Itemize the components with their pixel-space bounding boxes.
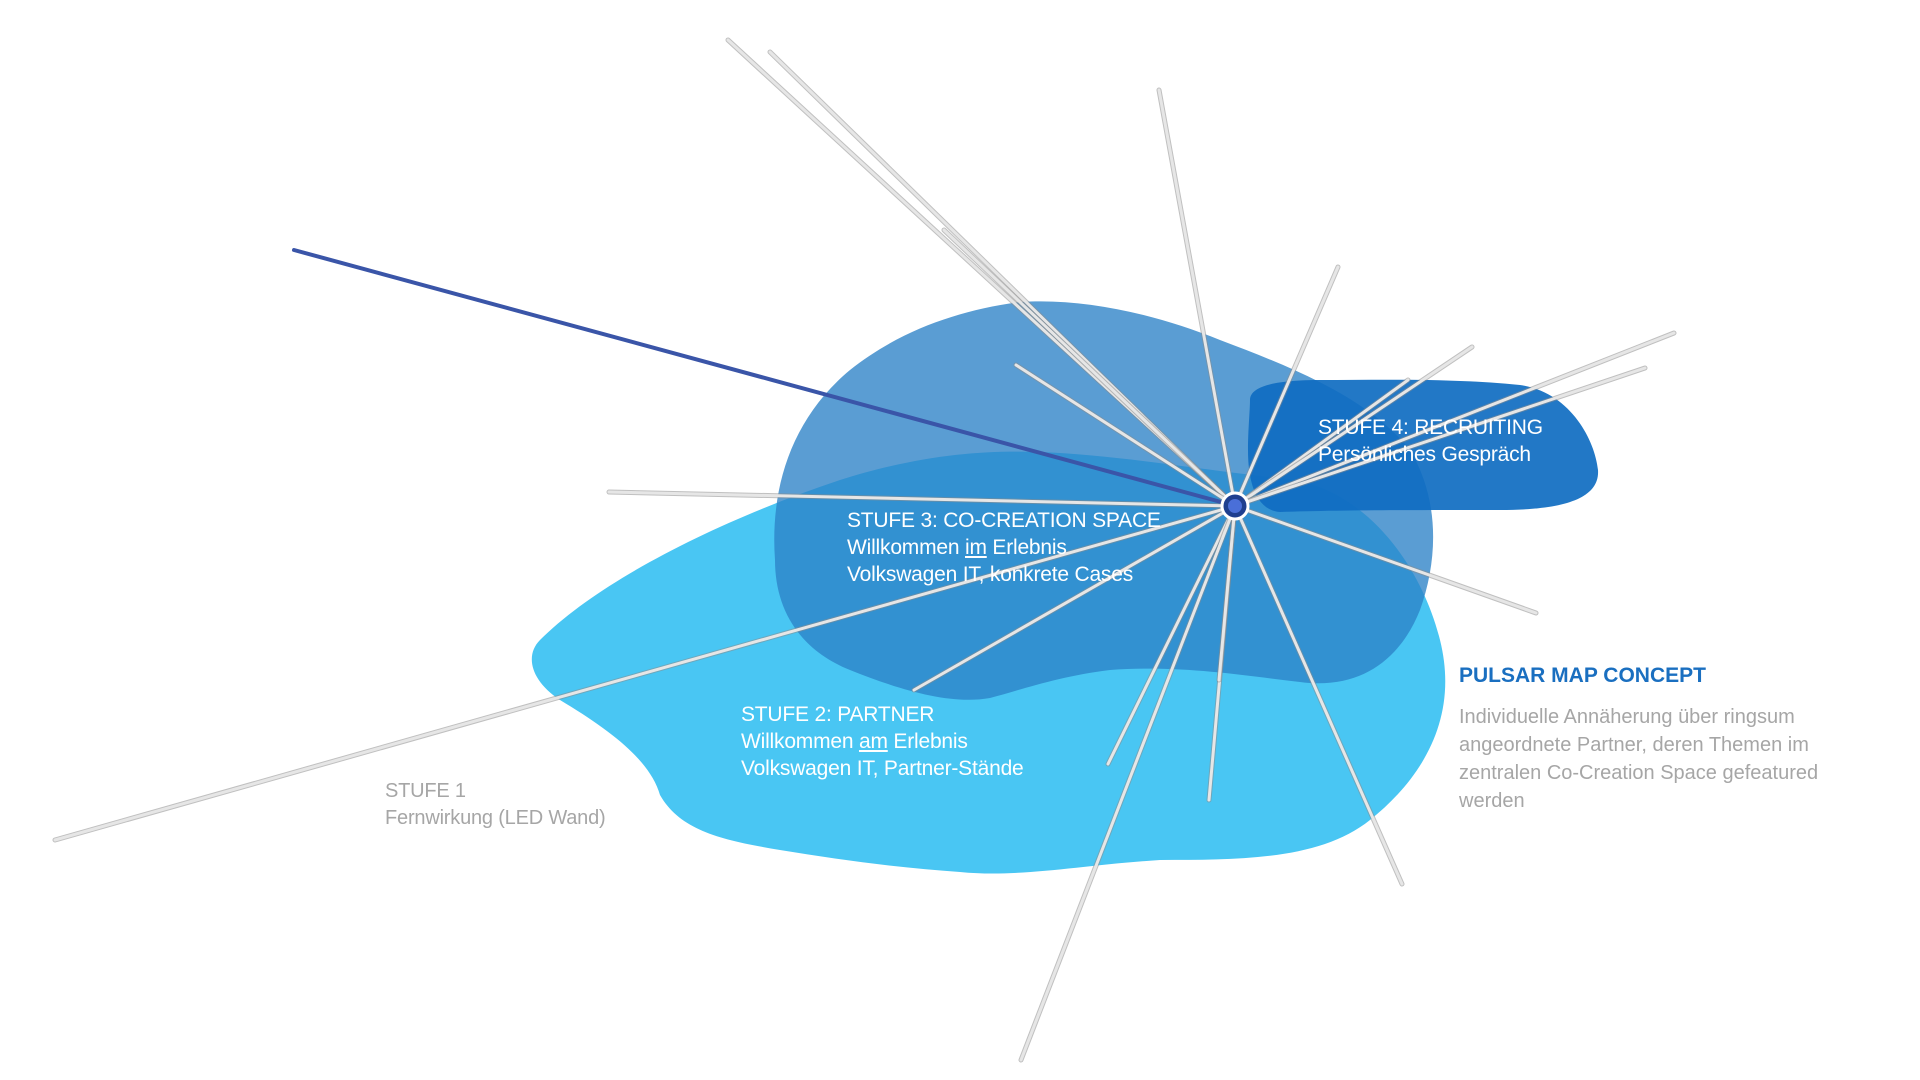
ray xyxy=(1233,265,1340,508)
ray xyxy=(1217,504,1237,682)
stage2-label: STUFE 2: PARTNER Willkommen am Erlebnis … xyxy=(741,701,1024,782)
stage3-line1-post: Erlebnis xyxy=(986,536,1067,559)
ray xyxy=(1233,345,1474,508)
stage1-line1: Fernwirkung (LED Wand) xyxy=(385,807,606,829)
stage3-line1: Willkommen im Erlebnis xyxy=(847,534,1161,561)
ray xyxy=(912,504,1237,692)
ray xyxy=(53,504,1237,842)
ray xyxy=(607,490,1237,508)
stage3-label: STUFE 3: CO-CREATION SPACE Willkommen im… xyxy=(847,507,1161,588)
ray xyxy=(1106,504,1237,766)
stage2-line2: Volkswagen IT, Partner-Stände xyxy=(741,757,1024,780)
stage1-title: STUFE 1 xyxy=(385,780,466,802)
ray xyxy=(1233,504,1538,615)
concept-title: PULSAR MAP CONCEPT xyxy=(1459,664,1706,687)
ray xyxy=(1233,504,1404,886)
highlight-ray xyxy=(292,248,1234,507)
central-hub-core xyxy=(1228,499,1242,513)
stage3-line1-underlined: im xyxy=(964,536,987,559)
concept-line-1: Individuelle Annäherung über ringsum xyxy=(1459,706,1795,728)
ray xyxy=(942,228,1237,508)
stage2-line1-underlined: am xyxy=(858,730,888,753)
concept-line-2: angeordnete Partner, deren Themen im xyxy=(1459,734,1809,756)
pulsar-rays xyxy=(52,37,1677,1063)
stage2-title: STUFE 2: PARTNER xyxy=(741,703,935,726)
stage2-line1: Willkommen am Erlebnis xyxy=(741,728,1024,755)
ray xyxy=(1014,363,1237,508)
ray xyxy=(1233,366,1647,508)
concept-line-4: werden xyxy=(1459,790,1525,812)
ray xyxy=(1233,331,1676,508)
concept-description: Individuelle Annäherung über ringsum ang… xyxy=(1459,703,1818,815)
concept-line-3: zentralen Co-Creation Space gefeatured xyxy=(1459,762,1819,784)
stage2-line1-post: Erlebnis xyxy=(887,730,968,753)
stage4-label: STUFE 4: RECRUITING Persönliches Gespräc… xyxy=(1318,414,1543,468)
ray xyxy=(1157,88,1237,508)
stage2-line1-pre: Willkommen xyxy=(741,730,859,753)
stage3-line2: Volkswagen IT, konkrete Cases xyxy=(847,563,1134,586)
stage3-line1-pre: Willkommen xyxy=(847,536,965,559)
stage4-line1: Persönliches Gespräch xyxy=(1318,443,1531,466)
stage3-title: STUFE 3: CO-CREATION SPACE xyxy=(847,509,1161,532)
ray xyxy=(1019,504,1237,1062)
stage4-title: STUFE 4: RECRUITING xyxy=(1318,416,1543,439)
stage1-label: STUFE 1 Fernwirkung (LED Wand) xyxy=(385,778,606,832)
